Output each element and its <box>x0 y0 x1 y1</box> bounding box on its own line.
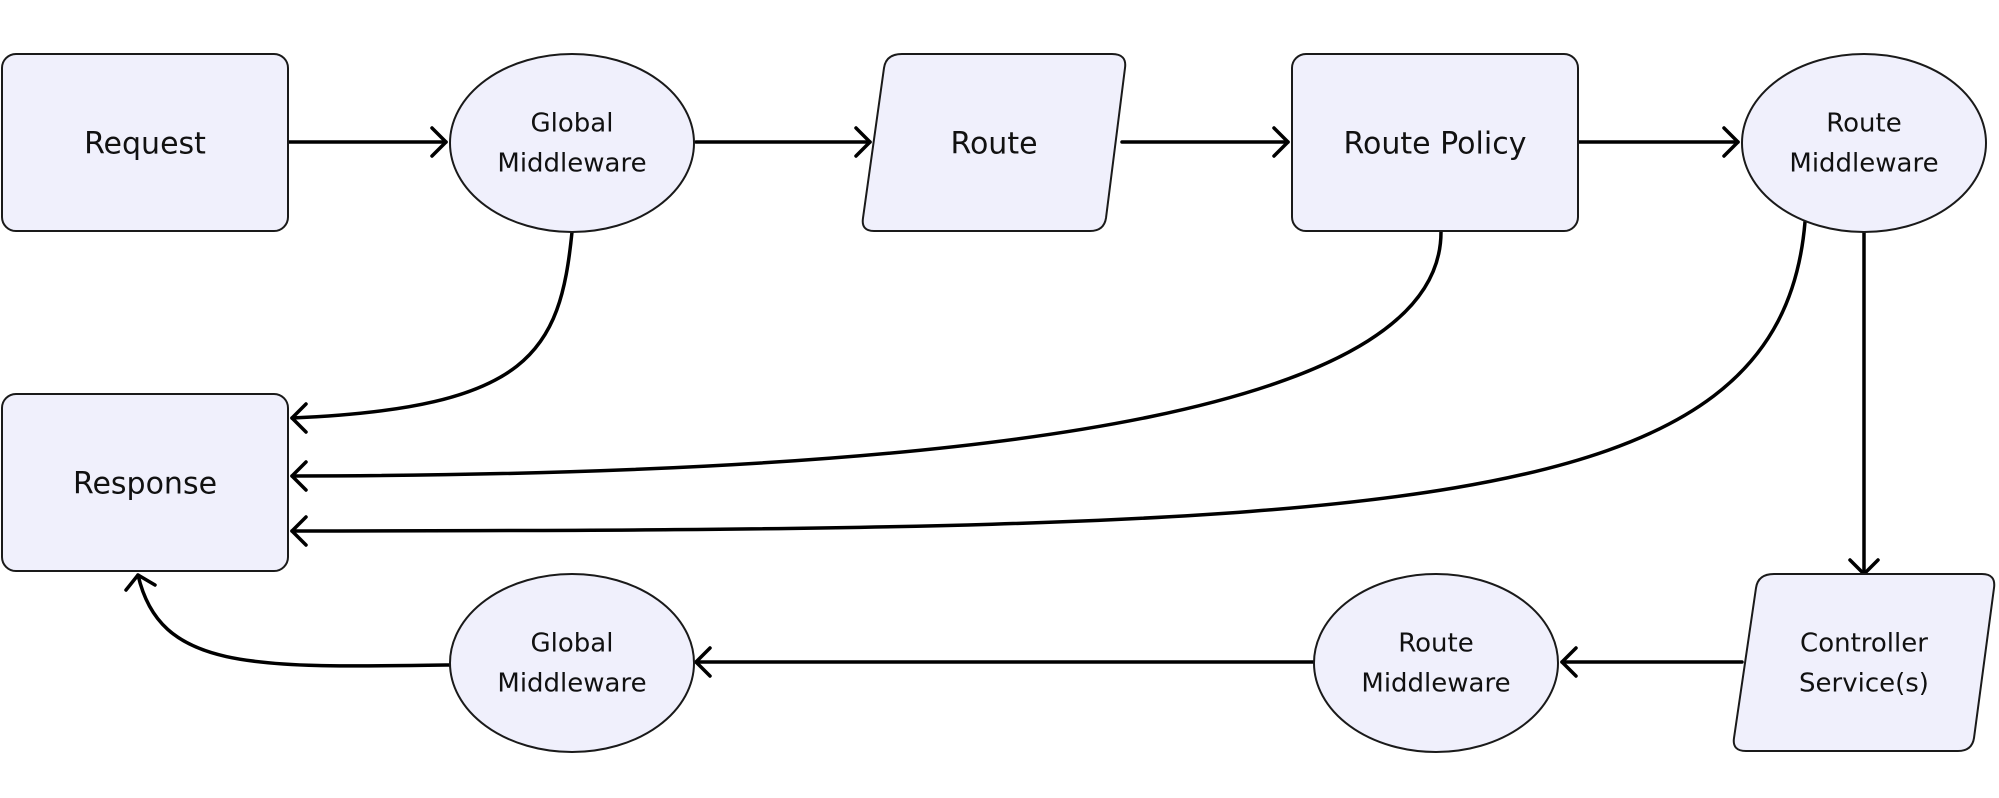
global-middleware-in-ellipse <box>449 53 695 233</box>
route-parallelogram <box>861 53 1127 232</box>
global-middleware-in-label-2: Middleware <box>497 149 646 179</box>
route-label: Route <box>950 127 1037 162</box>
node-global-middleware-in[interactable]: Global Middleware <box>449 53 695 233</box>
route-middleware-out-ellipse <box>1313 573 1559 753</box>
controller-parallelogram <box>1732 573 1996 752</box>
node-route[interactable]: Route <box>861 53 1127 232</box>
global-middleware-out-ellipse <box>449 573 695 753</box>
edge-global-middleware-to-response <box>290 230 574 434</box>
route-middleware-in-label: Route <box>1826 109 1901 139</box>
edge-global-middleware-to-route <box>694 126 872 158</box>
edges <box>124 126 1880 678</box>
edge-route-to-route-policy <box>1120 126 1290 158</box>
nodes: Request Global Middleware Route Route Po… <box>1 53 1996 753</box>
route-middleware-out-label-2: Middleware <box>1361 669 1510 699</box>
route-middleware-out-label: Route <box>1398 629 1473 659</box>
global-middleware-out-label-2: Middleware <box>497 669 646 699</box>
edge-request-to-global-middleware <box>287 126 448 158</box>
response-label: Response <box>73 467 217 502</box>
node-route-policy[interactable]: Route Policy <box>1291 53 1579 232</box>
edge-controller-to-route-middleware <box>1560 646 1744 678</box>
route-policy-box <box>1291 53 1579 232</box>
request-box <box>1 53 289 232</box>
node-global-middleware-out[interactable]: Global Middleware <box>449 573 695 753</box>
edge-route-policy-to-route-middleware <box>1576 126 1740 158</box>
global-middleware-in-label: Global <box>531 109 614 139</box>
global-middleware-out-label: Global <box>531 629 614 659</box>
edge-global-middleware-to-response-final <box>124 573 452 668</box>
response-box <box>1 393 289 572</box>
node-controller[interactable]: Controller Service(s) <box>1732 573 1996 752</box>
controller-label: Controller <box>1800 629 1928 659</box>
request-label: Request <box>84 127 206 162</box>
route-policy-label: Route Policy <box>1344 127 1527 162</box>
node-request[interactable]: Request <box>1 53 289 232</box>
route-middleware-in-label-2: Middleware <box>1789 149 1938 179</box>
edge-route-policy-to-response <box>290 230 1443 492</box>
node-response[interactable]: Response <box>1 393 289 572</box>
edge-route-middleware-to-global-middleware <box>694 646 1315 678</box>
route-middleware-in-ellipse <box>1741 53 1987 233</box>
node-route-middleware-out[interactable]: Route Middleware <box>1313 573 1559 753</box>
node-route-middleware-in[interactable]: Route Middleware <box>1741 53 1987 233</box>
controller-label-2: Service(s) <box>1799 669 1929 699</box>
edge-route-middleware-to-response <box>290 220 1807 547</box>
edge-route-middleware-to-controller <box>1848 230 1880 576</box>
